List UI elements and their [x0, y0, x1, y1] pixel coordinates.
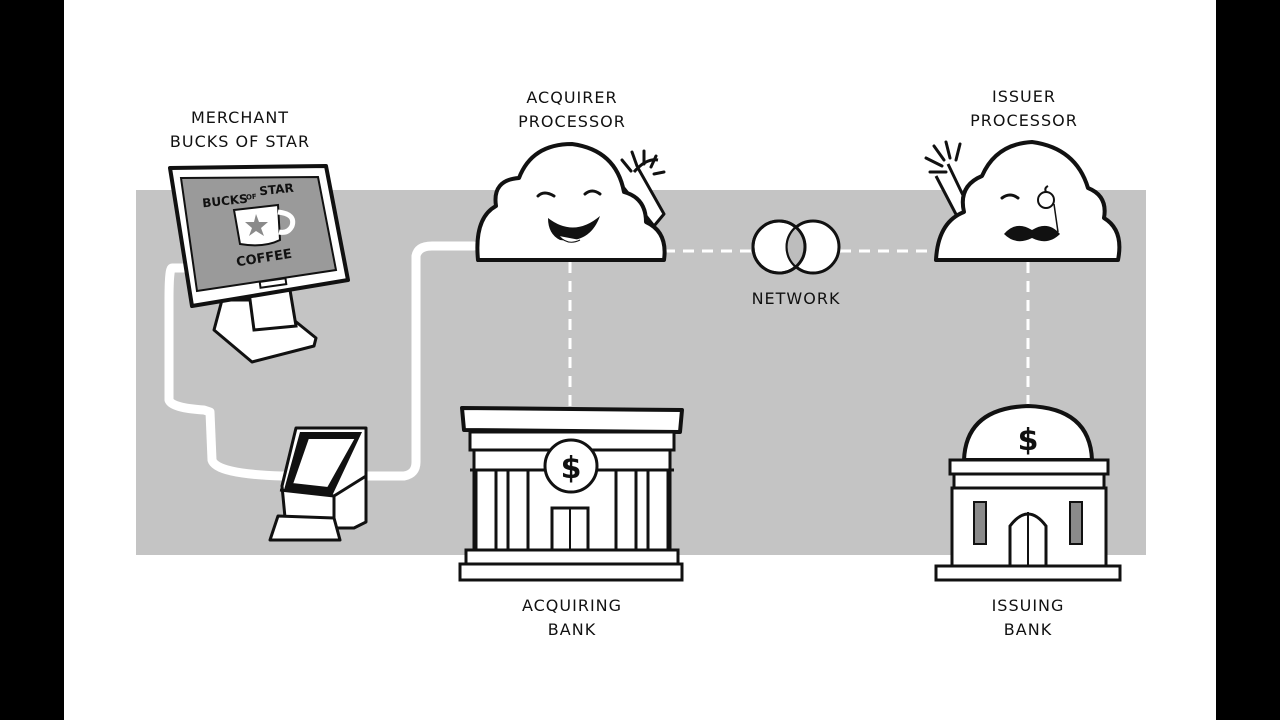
merchant-label-line1: MERCHANT	[190, 108, 290, 127]
issuer-label-line1: ISSUER	[992, 87, 1056, 106]
acquiring-label-line2: BANK	[547, 620, 597, 639]
acquiring-bank-icon: $	[458, 406, 684, 582]
merchant-label-line2: BUCKS OF STAR	[169, 132, 311, 151]
network-circles-icon	[751, 219, 841, 275]
issuing-bank-icon: $	[934, 403, 1122, 582]
acquirer-cloud-icon	[475, 142, 667, 262]
issuing-bank-label: ISSUING BANK	[948, 594, 1108, 642]
acquiring-label-line1: ACQUIRING	[521, 596, 623, 615]
dashed-links	[568, 249, 1030, 410]
network-label-text: NETWORK	[751, 289, 841, 308]
acquiring-bank-dollar-sign: $	[561, 451, 582, 486]
brand-top-b: STAR	[259, 181, 295, 199]
brand-top-of: OF	[246, 193, 258, 202]
issuer-processor-label: ISSUER PROCESSOR	[944, 85, 1104, 133]
issuing-bank-dollar-sign: $	[1018, 423, 1039, 458]
card-reader-icon	[268, 426, 368, 542]
acquiring-bank-label: ACQUIRING BANK	[492, 594, 652, 642]
issuing-label-line1: ISSUING	[991, 596, 1065, 615]
issuer-cloud-icon	[924, 140, 1122, 262]
payment-flow-diagram: BUCKS OF STAR COFFEE	[64, 0, 1216, 720]
network-label: NETWORK	[716, 287, 876, 311]
merchant-connection-line	[164, 241, 479, 481]
diagram-canvas: BUCKS OF STAR COFFEE	[136, 140, 1146, 582]
acquirer-processor-label: ACQUIRER PROCESSOR	[492, 86, 652, 134]
issuer-label-line2: PROCESSOR	[970, 111, 1078, 130]
acquirer-label-line2: PROCESSOR	[518, 112, 626, 131]
brand-top-a: BUCKS	[202, 192, 249, 211]
merchant-label: MERCHANT BUCKS OF STAR	[160, 106, 320, 154]
acquirer-label-line1: ACQUIRER	[526, 88, 618, 107]
pos-terminal-icon	[168, 164, 350, 364]
issuing-label-line2: BANK	[1003, 620, 1053, 639]
